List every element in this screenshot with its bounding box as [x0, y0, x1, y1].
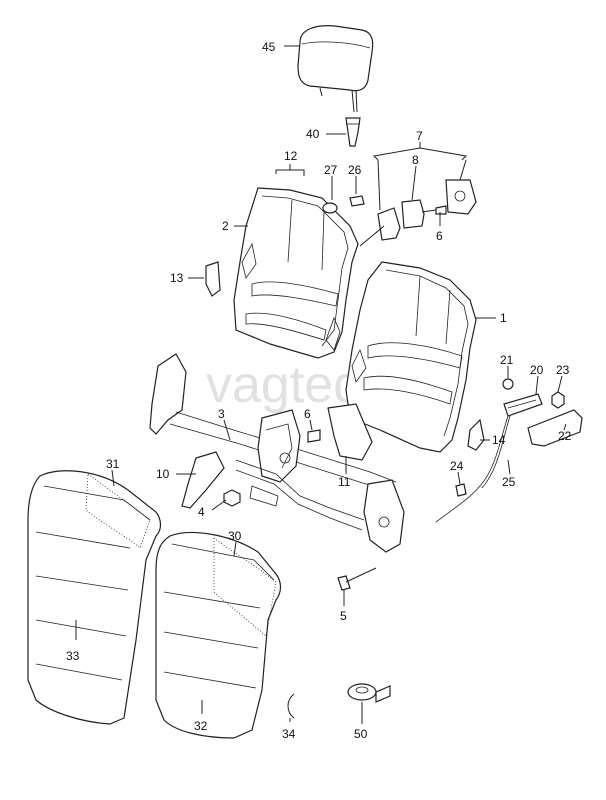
callout-26: 26 — [348, 163, 362, 177]
part-bolt-5 — [337, 575, 351, 591]
part-hinge-13 — [205, 261, 221, 297]
leader-lines — [75, 45, 567, 724]
callout-34: 34 — [282, 727, 296, 741]
callout-30: 30 — [228, 529, 242, 543]
part-clip-27 — [322, 202, 338, 214]
callout-12: 12 — [284, 149, 298, 163]
callout-5: 5 — [340, 609, 347, 623]
part-seat-frame — [149, 353, 405, 553]
part-release-handle — [435, 378, 583, 523]
callout-7: 7 — [416, 129, 423, 143]
callout-33: 33 — [66, 649, 80, 663]
callout-3: 3 — [218, 407, 225, 421]
part-latch-assembly — [359, 179, 477, 247]
callout-23: 23 — [556, 363, 570, 377]
callout-4: 4 — [198, 505, 205, 519]
callout-2: 2 — [222, 219, 229, 233]
part-clip-34 — [287, 693, 295, 719]
callout-6a: 6 — [436, 229, 443, 243]
callout-11: 11 — [338, 475, 351, 489]
callout-21: 21 — [500, 353, 514, 367]
callout-10: 10 — [156, 467, 170, 481]
callout-32: 32 — [194, 719, 208, 733]
part-14 — [467, 418, 485, 451]
callout-40: 40 — [306, 127, 320, 141]
part-seatback-left — [233, 187, 359, 359]
callout-31: 31 — [106, 457, 120, 471]
callout-6b: 6 — [304, 407, 311, 421]
part-cover-10 — [181, 451, 225, 509]
part-cushion-left — [27, 470, 162, 725]
part-bolt-6-lower — [307, 429, 321, 443]
callout-1: 1 — [500, 311, 507, 325]
callout-14: 14 — [492, 433, 506, 447]
part-bolt-26 — [349, 195, 365, 207]
callout-50: 50 — [354, 727, 368, 741]
callout-27: 27 — [324, 163, 338, 177]
callout-13: 13 — [170, 271, 184, 285]
part-cushion-right — [155, 531, 282, 739]
callout-45: 45 — [262, 40, 276, 54]
callout-25: 25 — [502, 475, 516, 489]
callout-8: 8 — [412, 153, 419, 167]
part-nut-4 — [223, 489, 241, 507]
callout-24: 24 — [450, 459, 464, 473]
callout-20: 20 — [530, 363, 544, 377]
part-seatback-right — [345, 261, 477, 453]
part-headrest-guide — [345, 117, 361, 147]
part-cover-11 — [327, 403, 373, 461]
part-tape-roll-50 — [347, 683, 391, 703]
part-headrest — [297, 25, 374, 113]
callout-22: 22 — [558, 429, 572, 443]
